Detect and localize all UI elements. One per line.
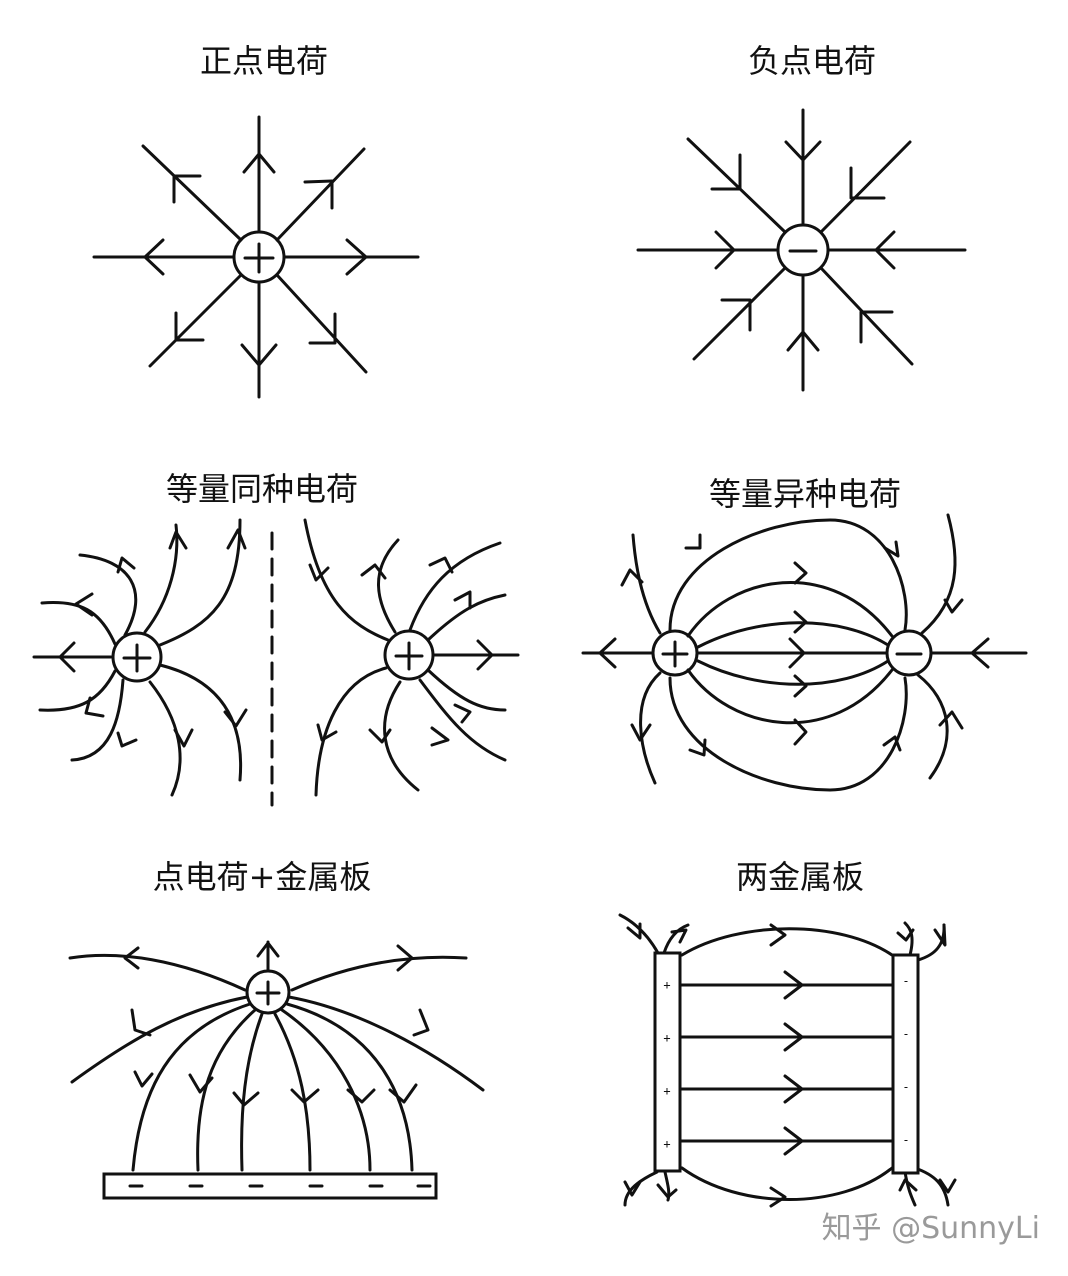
field-lines [618, 913, 950, 1207]
field-lines [92, 115, 420, 399]
field-lines [581, 513, 1028, 792]
negative-plate-signs: - - - - [902, 974, 909, 1147]
negative-charge [776, 223, 830, 277]
plus-sign: + [663, 1137, 670, 1151]
positive-plate-signs: + + + + [663, 978, 670, 1151]
direction-arrows [623, 922, 957, 1208]
panel-equal-like-charges: 等量同种电荷 [32, 470, 520, 807]
panel-two-plates: 两金属板 [618, 858, 957, 1208]
negative-plate [891, 953, 920, 1175]
panel-title: 点电荷+金属板 [153, 858, 372, 896]
negative-plate [102, 1172, 438, 1200]
field-lines [68, 940, 485, 1172]
arrows-right [308, 556, 494, 747]
panel-negative-point-charge: 负点电荷 [636, 42, 967, 392]
panel-title: 两金属板 [736, 858, 864, 896]
positive-plate [653, 951, 682, 1173]
panel-positive-point-charge: 正点电荷 [92, 42, 420, 399]
positive-charge [651, 629, 699, 677]
positive-charge [232, 230, 286, 284]
panel-title: 负点电荷 [748, 42, 876, 80]
panel-title: 等量异种电荷 [709, 475, 901, 513]
field-lines-right [303, 518, 520, 797]
panel-title: 正点电荷 [200, 42, 328, 80]
direction-arrows [598, 533, 990, 757]
field-lines-left [32, 518, 243, 797]
positive-charge [245, 969, 291, 1015]
plus-sign: + [663, 1084, 670, 1098]
direction-arrows [123, 941, 430, 1107]
minus-sign: - [902, 1133, 909, 1147]
charge-right [383, 629, 435, 681]
direction-arrows [710, 140, 896, 352]
minus-sign: - [902, 1080, 909, 1094]
direction-arrows [143, 152, 368, 367]
plus-sign: + [663, 978, 670, 992]
plus-sign: + [663, 1031, 670, 1045]
minus-sign: - [902, 1027, 909, 1041]
watermark: 知乎 @SunnyLi [822, 1211, 1040, 1246]
panel-charge-and-plate: 点电荷+金属板 [68, 858, 485, 1200]
charge-left [111, 631, 163, 683]
arrows-left [58, 528, 248, 748]
negative-charge [885, 629, 933, 677]
panel-equal-unlike-charges: 等量异种电荷 [581, 475, 1028, 792]
minus-sign: - [902, 974, 909, 988]
panel-title: 等量同种电荷 [166, 470, 358, 508]
